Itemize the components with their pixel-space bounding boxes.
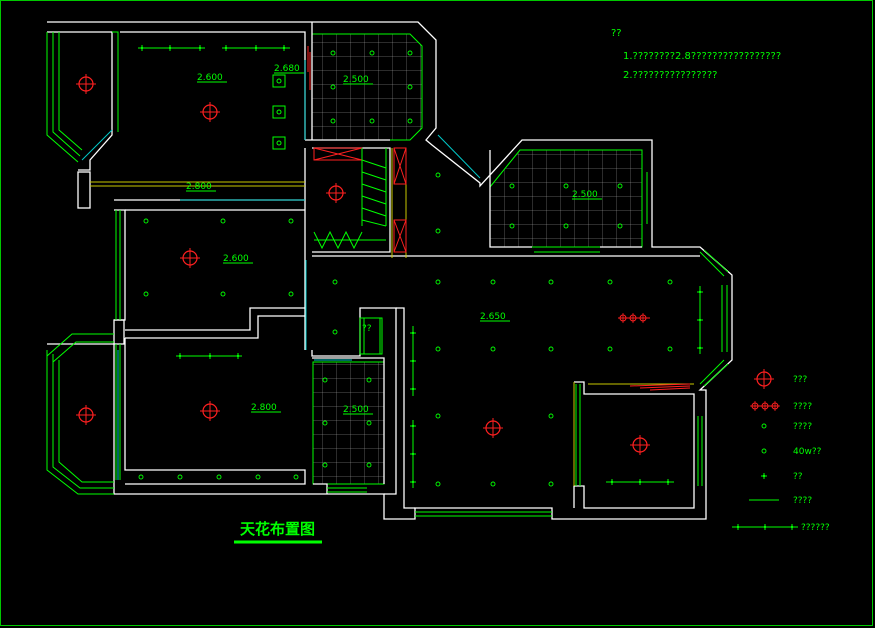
legend-cross-icon <box>760 472 768 480</box>
legend-label-3: ???? <box>793 422 812 432</box>
legend-label-7: ?????? <box>801 523 830 533</box>
legend-large-light-icon <box>753 368 775 390</box>
elevation-9: 2.500 <box>343 405 369 415</box>
legend-downlight-icon <box>761 423 767 429</box>
elevation-8: 2.800 <box>251 403 277 413</box>
closet-rails <box>313 148 387 355</box>
elevation-markers: 2.600 2.680 2.500 2.800 2.600 2.500 2.65… <box>186 64 602 415</box>
elevation-4: 2.800 <box>186 182 212 192</box>
elevation-3: 2.500 <box>343 75 369 85</box>
red-lines <box>307 46 691 391</box>
legend: ??? ???? ???? 40w?? ?? ???? ?????? <box>732 368 830 533</box>
room-label: ?? <box>362 324 372 334</box>
elevation-1: 2.600 <box>197 73 223 83</box>
grid-ceiling-areas <box>311 33 643 485</box>
legend-40w-icon <box>761 448 767 454</box>
elevation-5: 2.600 <box>223 254 249 264</box>
elevation-6: 2.500 <box>572 190 598 200</box>
legend-label-5: ?? <box>793 472 803 482</box>
note-2: 2.???????????????? <box>623 70 717 81</box>
elevation-2: 2.680 <box>274 64 300 74</box>
elevation-7: 2.650 <box>480 312 506 322</box>
triple-spotlight <box>617 312 650 324</box>
cyan-lines <box>81 60 481 480</box>
note-1: 1.????????2.8????????????????? <box>623 51 781 62</box>
legend-strip-icon <box>732 523 798 531</box>
drawing-title: 天花布置图 <box>240 520 315 538</box>
notes-heading: ?? <box>611 28 622 39</box>
legend-triple-spot-icon <box>749 400 781 412</box>
notes: ?? 1.????????2.8????????????????? 2.????… <box>611 28 781 81</box>
legend-label-2: ???? <box>793 402 812 412</box>
square-fixtures <box>272 74 286 150</box>
legend-label-4: 40w?? <box>793 447 822 457</box>
windows <box>46 31 729 517</box>
legend-label-1: ??? <box>793 375 808 385</box>
legend-label-6: ???? <box>793 496 812 506</box>
